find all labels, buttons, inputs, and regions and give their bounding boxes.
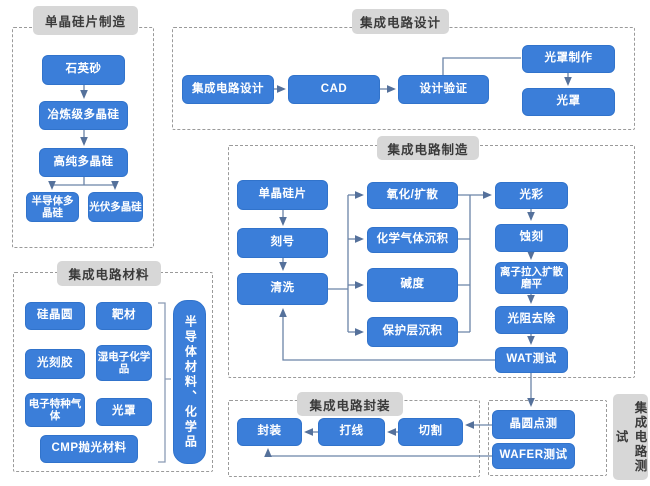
node-cleaning: 清洗 (237, 273, 328, 305)
node-oxidation-diffusion: 氧化/扩散 (367, 182, 458, 209)
section-title-ic-mfg: 集成电路制造 (377, 136, 479, 160)
node-mask: 光罩 (522, 88, 615, 116)
node-metallurgical-polysilicon: 冶炼级多晶硅 (39, 101, 128, 130)
region-ic-testing (488, 400, 607, 476)
node-photomask: 光罩 (96, 398, 152, 426)
node-dicing: 切割 (398, 418, 463, 446)
node-photoresist-strip: 光阻去除 (495, 306, 568, 334)
section-title-ic-testing: 集成电路测试 (613, 394, 648, 480)
node-wet-chemicals: 湿电子化学品 (96, 345, 152, 381)
node-quartz-sand: 石英砂 (42, 55, 125, 85)
node-mask-making: 光罩制作 (522, 45, 615, 73)
node-semiconductor-materials-label: 半导体材料、化学品 (173, 300, 206, 464)
node-protective-layer-deposition: 保护层沉积 (367, 317, 458, 347)
node-mono-si-wafer: 单晶硅片 (237, 180, 328, 210)
node-wire-bonding: 打线 (318, 418, 385, 446)
node-alkalinity: 碱度 (367, 268, 458, 302)
node-design-verification: 设计验证 (398, 75, 489, 104)
node-cmp-materials: CMP抛光材料 (40, 435, 138, 463)
node-wafer-probe: 晶圆点测 (492, 410, 575, 439)
node-silicon-wafer: 硅晶圆 (25, 302, 85, 330)
node-laser-marking: 刻号 (237, 228, 328, 258)
node-wat-test: WAT测试 (495, 347, 568, 373)
node-specialty-gas: 电子特种气体 (25, 393, 85, 427)
node-cad: CAD (288, 75, 380, 104)
node-wafer-test: WAFER测试 (492, 443, 575, 469)
node-cvd: 化学气体沉积 (367, 227, 458, 253)
node-photoresist: 光刻胶 (25, 349, 85, 379)
node-pv-polysilicon: 光伏多晶硅 (88, 192, 143, 222)
node-ion-implant-polish: 离子拉入扩散磨平 (495, 262, 568, 294)
node-ic-design: 集成电路设计 (182, 75, 274, 104)
node-high-purity-polysilicon: 高纯多晶硅 (39, 148, 128, 177)
node-packaging: 封装 (237, 418, 302, 446)
node-target-material: 靶材 (96, 302, 152, 330)
section-title-wafer-mfg: 单晶硅片制造 (33, 6, 138, 35)
node-semiconductor-polysilicon: 半导体多晶硅 (26, 192, 79, 222)
node-etching: 蚀刻 (495, 224, 568, 252)
section-title-ic-packaging: 集成电路封装 (297, 392, 403, 416)
section-title-ic-design: 集成电路设计 (352, 9, 449, 34)
node-photolithography: 光彩 (495, 182, 568, 209)
section-title-ic-materials: 集成电路材料 (57, 261, 161, 286)
